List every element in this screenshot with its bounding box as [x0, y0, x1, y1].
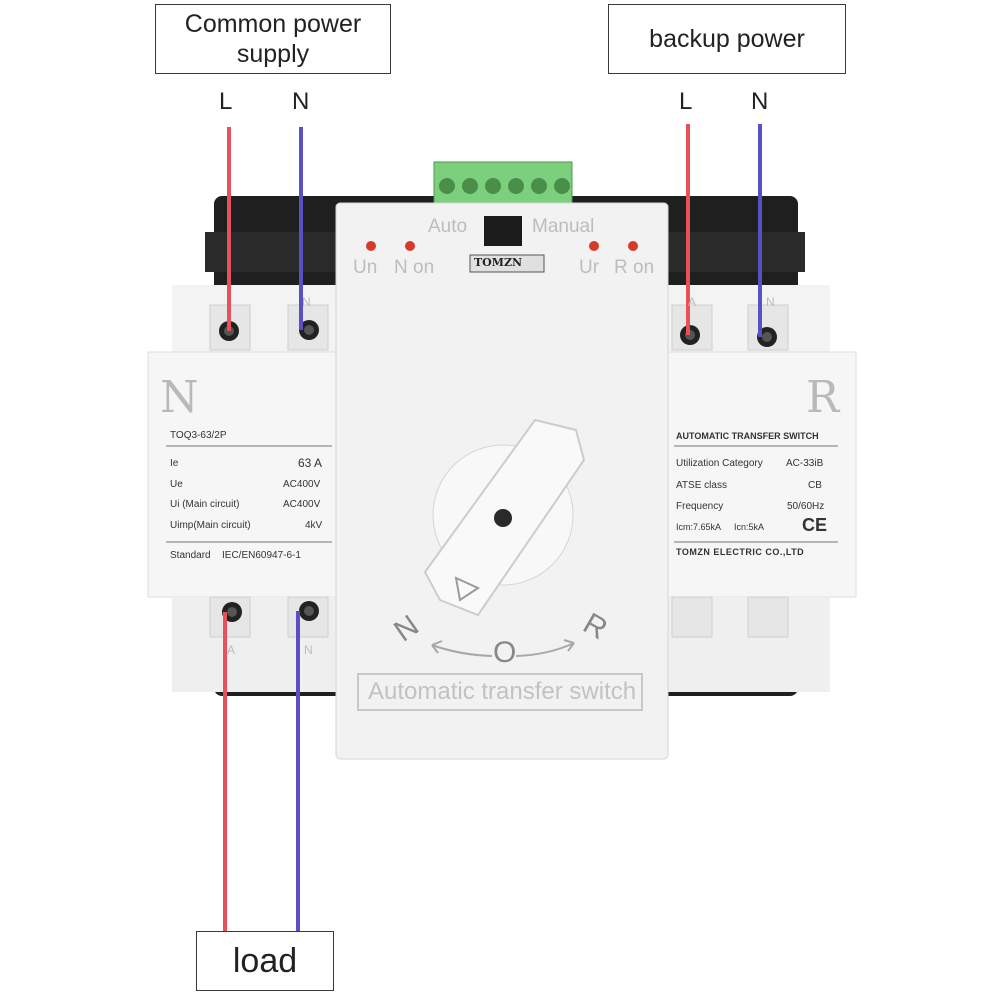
spec-value: AC400V	[283, 499, 321, 510]
indicator-un-label: Un	[353, 257, 378, 278]
common-power-supply-label: Common power supply	[155, 4, 391, 74]
spec-value: 4kV	[305, 520, 323, 531]
led-ur	[589, 241, 599, 251]
led-r-on	[628, 241, 638, 251]
right-top-term-n: N	[766, 295, 775, 309]
spec-key: Frequency	[676, 501, 724, 512]
right-module-body	[667, 351, 857, 598]
wire-label-left-l: L	[219, 88, 233, 115]
spec-key: Ui (Main circuit)	[170, 499, 240, 510]
manufacturer: TOMZN ELECTRIC CO.,LTD	[676, 547, 805, 557]
terminal-window-bottom-r2	[747, 596, 789, 638]
mode-auto-label: Auto	[428, 216, 468, 237]
load-label: load	[196, 931, 334, 991]
spec-key: Ue	[170, 479, 183, 490]
bottom-term-a: A	[227, 643, 236, 657]
load-text: load	[232, 941, 298, 980]
standard-label: Standard	[170, 550, 211, 561]
icm-rating: Icm:7.65kA	[676, 522, 722, 532]
backup-power-text: backup power	[649, 24, 805, 53]
led-un	[366, 241, 376, 251]
spec-value: 63 A	[298, 456, 323, 470]
wire-label-right-n: N	[751, 88, 769, 115]
mode-slider[interactable]	[484, 216, 522, 246]
standard-value: IEC/EN60947-6-1	[222, 550, 301, 561]
backup-power-label: backup power	[608, 4, 846, 74]
spec-key: Uimp(Main circuit)	[170, 520, 251, 531]
position-o-label: O	[493, 636, 517, 669]
spec-key: ATSE class	[676, 480, 727, 491]
spec-value: 50/60Hz	[787, 501, 825, 512]
brand-plate	[469, 254, 545, 273]
wire-label-right-l: L	[679, 88, 693, 115]
right-rotation-arrow	[515, 642, 575, 657]
left-model-number: TOQ3-63/2P	[170, 430, 227, 441]
left-rotation-arrow	[431, 644, 493, 657]
spec-value: AC400V	[283, 479, 321, 490]
right-top-term-a: A	[688, 295, 697, 309]
control-terminal-block	[433, 161, 573, 205]
indicator-r-on-label: R on	[614, 257, 655, 278]
handle-screw	[494, 509, 512, 527]
right-module-letter: R	[806, 372, 840, 423]
right-module-title: AUTOMATIC TRANSFER SWITCH	[676, 431, 819, 441]
terminal-window-bottom-r1	[671, 596, 713, 638]
product-name-plate	[357, 673, 643, 711]
icn-rating: Icn:5kA	[734, 522, 765, 532]
indicator-n-on-label: N on	[394, 257, 435, 278]
spec-value: AC-33iB	[786, 458, 824, 469]
common-power-text: Common power supply	[184, 10, 362, 68]
mode-manual-label: Manual	[532, 216, 595, 237]
spec-key: Utilization Category	[676, 458, 763, 469]
spec-value: CB	[808, 480, 822, 491]
bottom-term-n: N	[304, 643, 313, 657]
wire-label-left-n: N	[292, 88, 310, 115]
indicator-ur-label: Ur	[579, 257, 600, 278]
handle-arrow-icon	[454, 576, 481, 602]
product-name-text: Automatic transfer switch	[368, 678, 637, 705]
left-module-letter: N	[160, 372, 199, 423]
brand-logo: TOMZN	[474, 256, 523, 269]
led-n-on	[405, 241, 415, 251]
spec-key: Ie	[170, 458, 179, 469]
ce-mark: CE	[802, 515, 828, 535]
left-top-term-n: N	[302, 295, 311, 309]
